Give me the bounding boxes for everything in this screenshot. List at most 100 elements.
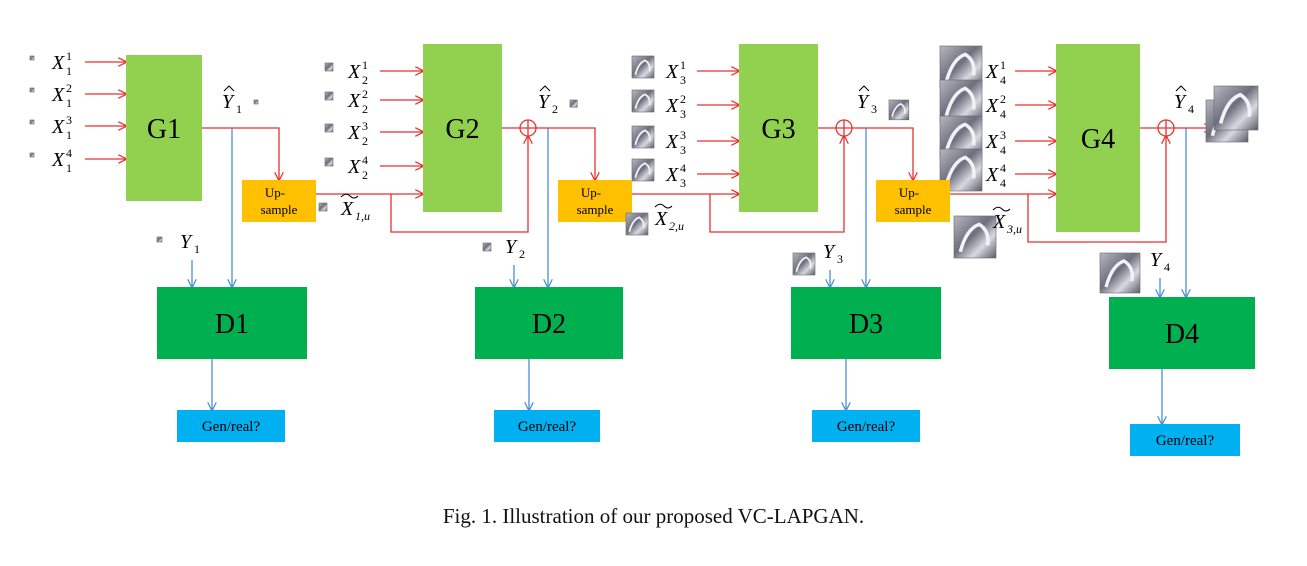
stage-4-input-thumb-3-shape [944, 122, 976, 153]
figure-caption: Fig. 1. Illustration of our proposed VC-… [442, 504, 865, 528]
stage-1-output-label: Gen/real? [202, 419, 261, 435]
stage-3-real-thumb [792, 252, 816, 276]
stage-3-input-thumb-2 [631, 89, 655, 113]
stage-4-upsample-to-sum [1027, 136, 1166, 243]
stage-2-discriminator-box [475, 287, 623, 359]
stage-1-generated-thumb-frame [253, 99, 259, 105]
stage-3-sum-node-cross [836, 120, 852, 136]
stage-4-upsample-box [876, 180, 950, 222]
stage-2-input-thumb-4-frame [324, 157, 334, 167]
stage-4-real-thumb-shape [1104, 259, 1134, 288]
stage-2-generator-box [423, 44, 502, 212]
stage-4-generator-box [1056, 44, 1140, 232]
stage-2-upsampled-thumb-frame [318, 202, 328, 212]
stage-4-sum-node [1157, 119, 1175, 137]
stage-3-upsampled-thumb-shape [628, 216, 645, 232]
stage-3-generator-box-label: G3 [761, 114, 795, 145]
stage-2-input-thumb-3-frame [324, 123, 334, 133]
stage-3-input-thumb-4-frame [631, 158, 655, 182]
stage-3-generated-thumb [888, 99, 910, 121]
stage-4-upsampled-symbol-tilde [992, 206, 1011, 212]
stage-1-input-thumb-1-frame [29, 55, 35, 61]
stage-1-output-box [177, 410, 285, 442]
stage-3-input-thumb-1-frame [631, 55, 655, 79]
stage-2-output-box [494, 410, 600, 442]
stage-3-generated-thumb-frame [888, 99, 910, 121]
stage-3-input-thumb-1-shape [634, 59, 651, 75]
stage-1-input-thumb-1 [29, 55, 35, 61]
stage-2-upsample-label-2: sample [261, 202, 298, 217]
stage-1-generator-box-label: G1 [147, 114, 181, 145]
stage-2-input-thumb-1-frame [324, 62, 334, 72]
stage-3-output-label: Gen/real? [837, 419, 896, 435]
stage-2-sum-node-cross [520, 120, 536, 136]
stage-2-upsampled-symbol-tilde [340, 193, 359, 199]
stage-2-generator-box-label: G2 [445, 114, 479, 145]
stage-1-input-thumb-2 [29, 87, 35, 93]
stage-2-real-thumb-frame [482, 242, 492, 252]
stage-4-discriminator-box [1109, 297, 1255, 369]
stage-3-input-thumb-3-shape [634, 129, 651, 145]
stage-1-discriminator-box [157, 287, 307, 359]
stage-2-upsample-label-1: Up- [265, 185, 285, 200]
stage-4-input-thumb-1-shape [944, 52, 976, 83]
stage-1-real-thumb-frame [156, 236, 163, 243]
stage-4-final-output-thumb [1213, 85, 1259, 131]
stage-3-upsample-to-sum [709, 136, 844, 233]
stage-2-generated-symbol-hat [539, 85, 551, 92]
stage-2-input-thumb-3 [324, 123, 334, 133]
stage-2-generated-thumb-frame [569, 99, 578, 108]
stage-3-upsampled-thumb-frame [625, 212, 649, 236]
stage-4-input-thumb-4-shape [944, 155, 976, 186]
stage-3-upsample-label-1: Up- [581, 185, 601, 200]
stage-4-upsample-label-2: sample [895, 202, 932, 217]
stage-2-upsample-box [242, 180, 316, 222]
stage-3-real-thumb-frame [792, 252, 816, 276]
stage-1-input-thumb-4 [29, 152, 35, 158]
stage-4-upsampled-thumb [953, 215, 997, 259]
stage-3-input-thumb-4 [631, 158, 655, 182]
stage-2-real-thumb [482, 242, 492, 252]
stage-1-input-thumb-4-frame [29, 152, 35, 158]
stage-2-input-thumb-4 [324, 157, 334, 167]
stage-3-upsampled-symbol-tilde [654, 203, 673, 209]
stage-4-sum-node-cross [1158, 120, 1174, 136]
stage-3-discriminator-box [791, 287, 941, 359]
stage-1-real-thumb [156, 236, 163, 243]
stage-3-generated-thumb-shape [891, 103, 906, 118]
